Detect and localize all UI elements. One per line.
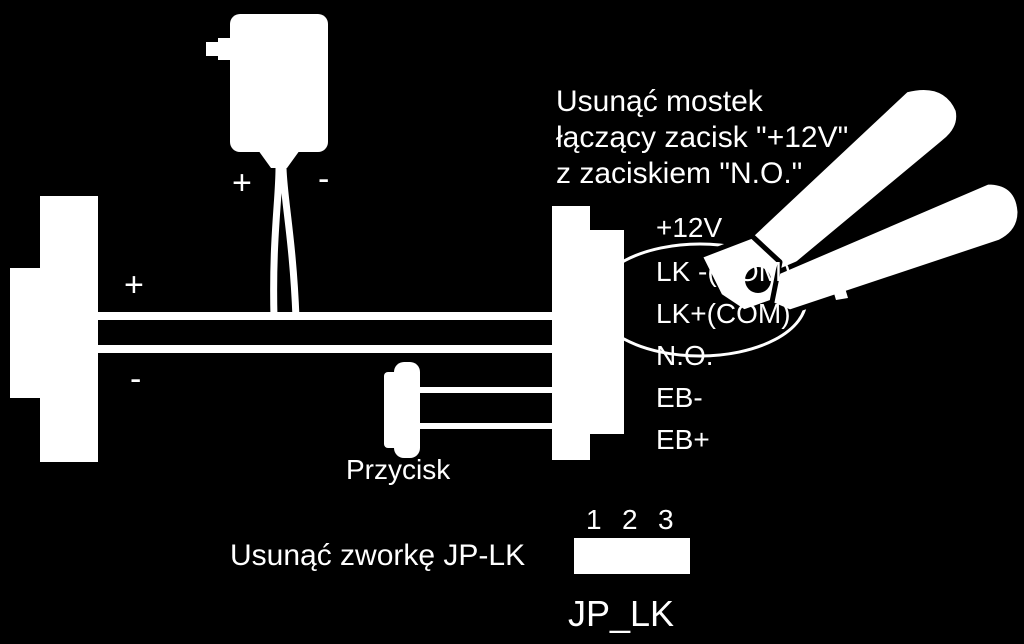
jumper-name: JP_LK [568,593,675,634]
push-button [384,362,420,458]
button-wire [420,423,556,429]
adapter-cable [270,167,283,319]
terminal-label-12v: +12V [656,212,723,243]
button-wire [420,387,556,393]
terminal-label-lk-minus: LK -(COM) [656,256,792,287]
jumper-pin-1: 1 [586,504,602,535]
adapter-plus-label: + [232,164,252,202]
electric-lock [10,196,98,462]
cutting-pliers-icon [697,85,1023,315]
button-label: Przycisk [346,454,451,485]
terminal-label-lk-plus: LK+(COM) [656,298,791,329]
wire-plus [98,312,556,320]
terminal-label-eb-minus: EB- [656,382,703,413]
lock-plus-label: + [124,266,144,304]
adapter-cable [279,167,300,319]
wire-minus [98,345,556,353]
terminal-label-eb-plus: EB+ [656,424,710,455]
instruction-line-2: łączący zacisk "+12V" [556,121,849,154]
instruction-line-3: z zaciskiem "N.O." [556,157,803,190]
instruction-line-1: Usunąć mostek [556,85,763,118]
jumper-jp-lk [574,538,690,574]
jumper-pin-3: 3 [658,504,674,535]
jumper-instruction: Usunąć zworkę JP-LK [230,539,526,572]
adapter-minus-label: - [318,160,330,198]
terminal-label-no: N.O. [656,340,714,371]
power-adapter [206,14,328,168]
jumper-pin-2: 2 [622,504,638,535]
lock-minus-label: - [130,360,142,398]
